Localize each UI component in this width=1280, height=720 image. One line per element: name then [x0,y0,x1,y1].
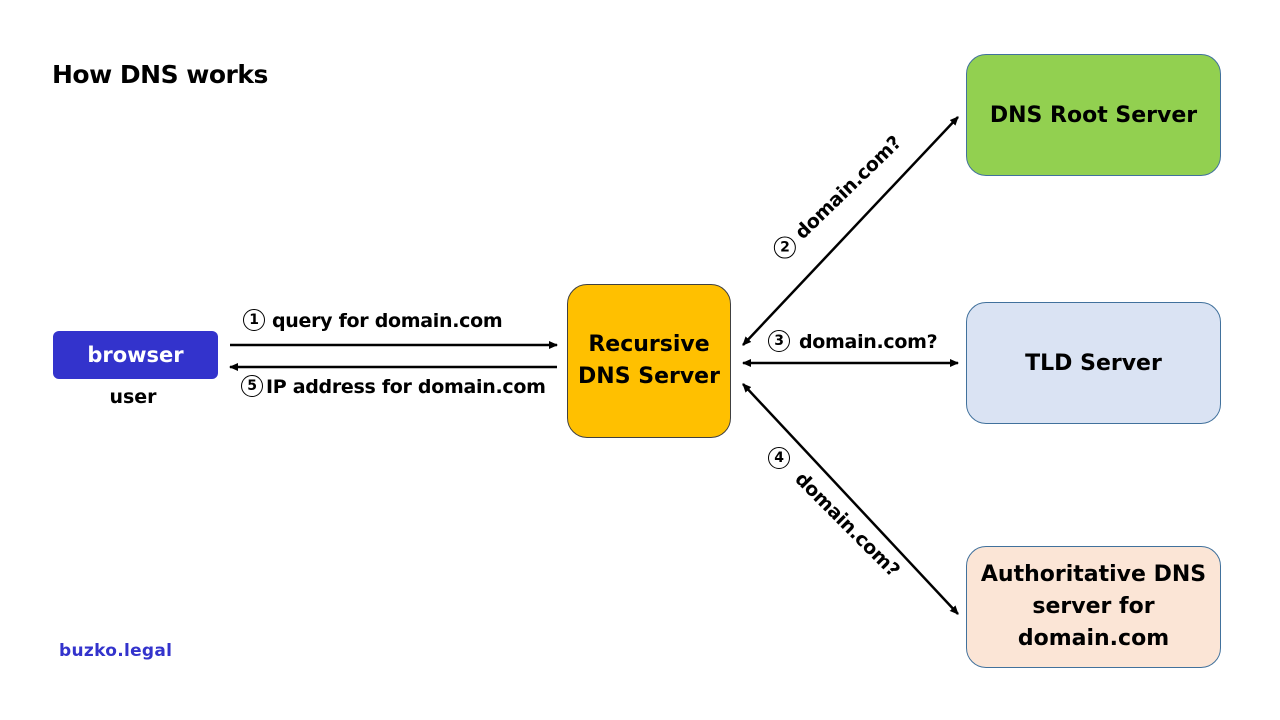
auth-label-line1: Authoritative DNS [980,562,1207,587]
dns-root-server-node: DNS Root Server [966,54,1221,176]
step-1-label: 1 query for domain.com [243,308,503,333]
step-number-badge: 4 [768,446,790,469]
tld-server-node: TLD Server [966,302,1221,424]
step-number-badge: 1 [243,308,265,331]
user-label: user [109,386,157,408]
root-label: DNS Root Server [989,102,1198,128]
step-4-badge-wrap: 4 [768,446,797,471]
authoritative-dns-server-node: Authoritative DNS server for domain.com [966,546,1221,668]
step-text: domain.com? [790,131,906,244]
step-text: query for domain.com [272,310,503,332]
step-text: domain.com? [799,331,938,353]
step-text: IP address for domain.com [266,376,546,398]
page-title: How DNS works [52,60,268,89]
step-number-badge: 3 [768,329,790,352]
step-3-label: 3 domain.com? [768,329,938,354]
step-number-badge: 5 [241,374,263,397]
step-number-badge: 2 [773,236,796,259]
arrow-step-4 [742,383,959,615]
tld-label: TLD Server [1025,350,1162,376]
auth-label-line2: server for [1032,594,1155,619]
brand-footer: buzko.legal [59,641,173,661]
recursive-label-line2: DNS Server [578,364,720,389]
auth-label-line3: domain.com [1017,626,1170,651]
step-4-label: domain.com? [790,468,904,582]
arrow-step-2 [742,116,959,346]
browser-label: browser [87,343,184,367]
step-2-label: 2domain.com? [770,132,906,264]
recursive-label-line1: Recursive [588,332,710,357]
browser-node: browser [53,331,218,379]
recursive-dns-server-node: Recursive DNS Server [567,284,731,438]
